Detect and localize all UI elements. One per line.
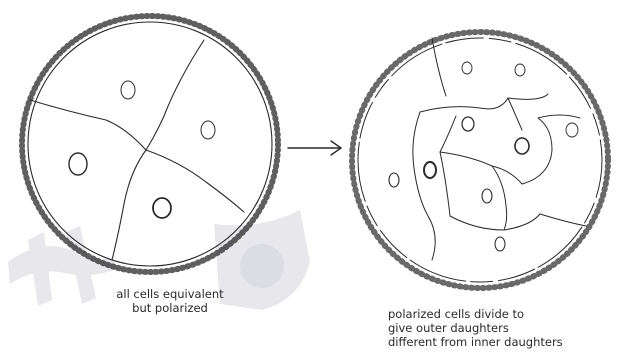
nucleus	[201, 121, 215, 139]
right-cell-boundary	[540, 214, 586, 226]
right-embryo-outline	[358, 38, 602, 282]
right-cell-boundary	[432, 38, 446, 96]
right-cell-boundary	[440, 152, 450, 216]
nucleus	[566, 123, 578, 137]
nucleus	[515, 64, 525, 76]
nucleus	[515, 138, 529, 154]
left-embryo	[22, 16, 278, 272]
right-caption-line: different from inner daughters	[388, 335, 563, 349]
nucleus	[153, 198, 171, 218]
nucleus	[462, 117, 474, 131]
left-caption-line: all cells equivalent	[0, 287, 340, 301]
left-cell-boundary	[112, 150, 146, 260]
right-cell-boundary	[440, 152, 492, 166]
right-arrow-icon	[288, 141, 341, 155]
left-cell-boundary	[30, 100, 146, 150]
right-caption: polarized cells divide to give outer dau…	[388, 307, 563, 349]
right-cell-boundary	[440, 116, 456, 152]
right-cell-boundary	[538, 115, 580, 118]
right-cell-boundary	[420, 98, 508, 112]
left-cell-boundary	[146, 40, 204, 150]
right-caption-line: polarized cells divide to	[388, 307, 563, 321]
left-cell-boundary	[146, 150, 244, 212]
nucleus	[482, 189, 492, 203]
right-cell-boundary	[428, 216, 435, 260]
nucleus	[495, 237, 505, 251]
right-embryo-microvilli	[352, 32, 608, 288]
right-cell-boundary	[450, 214, 540, 230]
right-cell-boundary	[492, 166, 522, 184]
left-caption-line: but polarized	[0, 301, 340, 315]
nucleus	[69, 153, 87, 175]
nucleus	[424, 162, 436, 178]
nucleus	[121, 81, 135, 99]
right-embryo	[352, 32, 608, 288]
right-caption-line: give outer daughters	[388, 321, 563, 335]
right-cell-boundary	[508, 94, 548, 99]
right-cell-boundary	[508, 98, 522, 130]
nucleus	[389, 173, 399, 187]
nucleus	[462, 62, 472, 74]
left-caption: all cells equivalent but polarized	[0, 287, 340, 315]
right-cell-boundary	[492, 166, 507, 230]
